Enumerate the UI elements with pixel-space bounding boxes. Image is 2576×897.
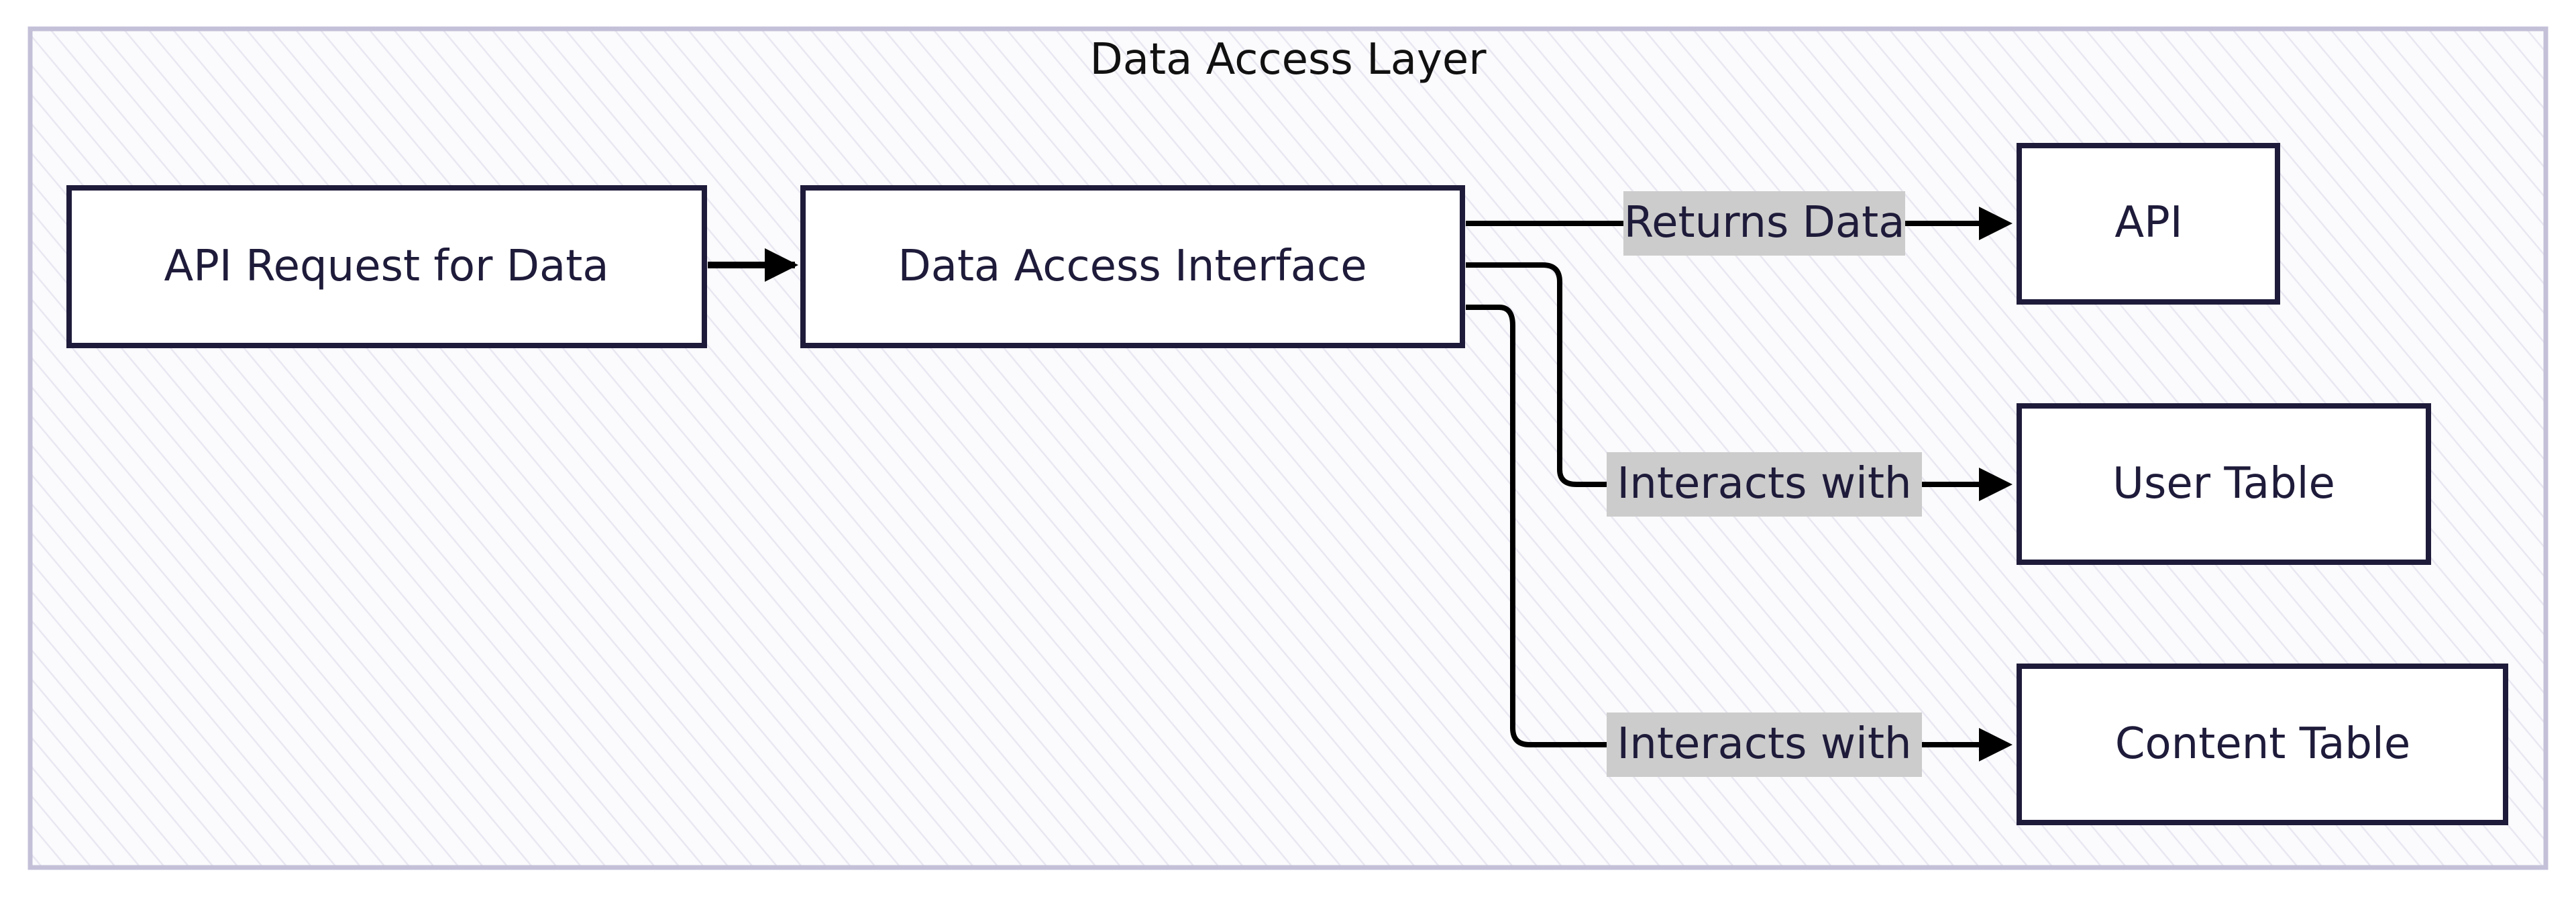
node-label: API [2114,198,2182,248]
node-api-request[interactable]: API Request for Data [66,185,707,348]
node-data-access-interface[interactable]: Data Access Interface [800,185,1465,348]
arrowhead-content-table [1979,728,2012,761]
node-label: User Table [2112,459,2335,509]
node-box [800,185,1465,348]
arrowhead-user-table [1979,468,2012,501]
node-label: Data Access Interface [898,242,1366,291]
edge-label-interacts-user: Interacts with [1607,452,1922,517]
arrowhead-interface [765,248,798,282]
node-label: API Request for Data [164,242,608,291]
node-label: Content Table [2115,719,2410,769]
edge-interface-content-a [1466,305,1607,747]
node-content-table[interactable]: Content Table [2017,664,2508,825]
node-box [66,185,707,348]
node-api[interactable]: API [2017,143,2280,305]
edge-label-text: Returns Data [1624,198,1905,248]
edge-label-text: Interacts with [1617,459,1911,509]
edge-label-bg [1623,191,1905,256]
edge-label-bg [1607,713,1922,777]
node-box [2017,403,2431,565]
edge-label-interacts-content: Interacts with [1607,713,1922,777]
edge-label-returns: Returns Data [1623,191,1905,256]
node-box [2017,664,2508,825]
edge-label-text: Interacts with [1617,719,1911,769]
edge-interface-user-a [1466,262,1607,487]
edge-label-bg [1607,452,1922,517]
node-user-table[interactable]: User Table [2017,403,2431,565]
edges [708,207,2012,761]
arrowhead-api [1979,207,2012,240]
node-box [2017,143,2280,305]
group-title: Data Access Layer [1089,35,1487,85]
